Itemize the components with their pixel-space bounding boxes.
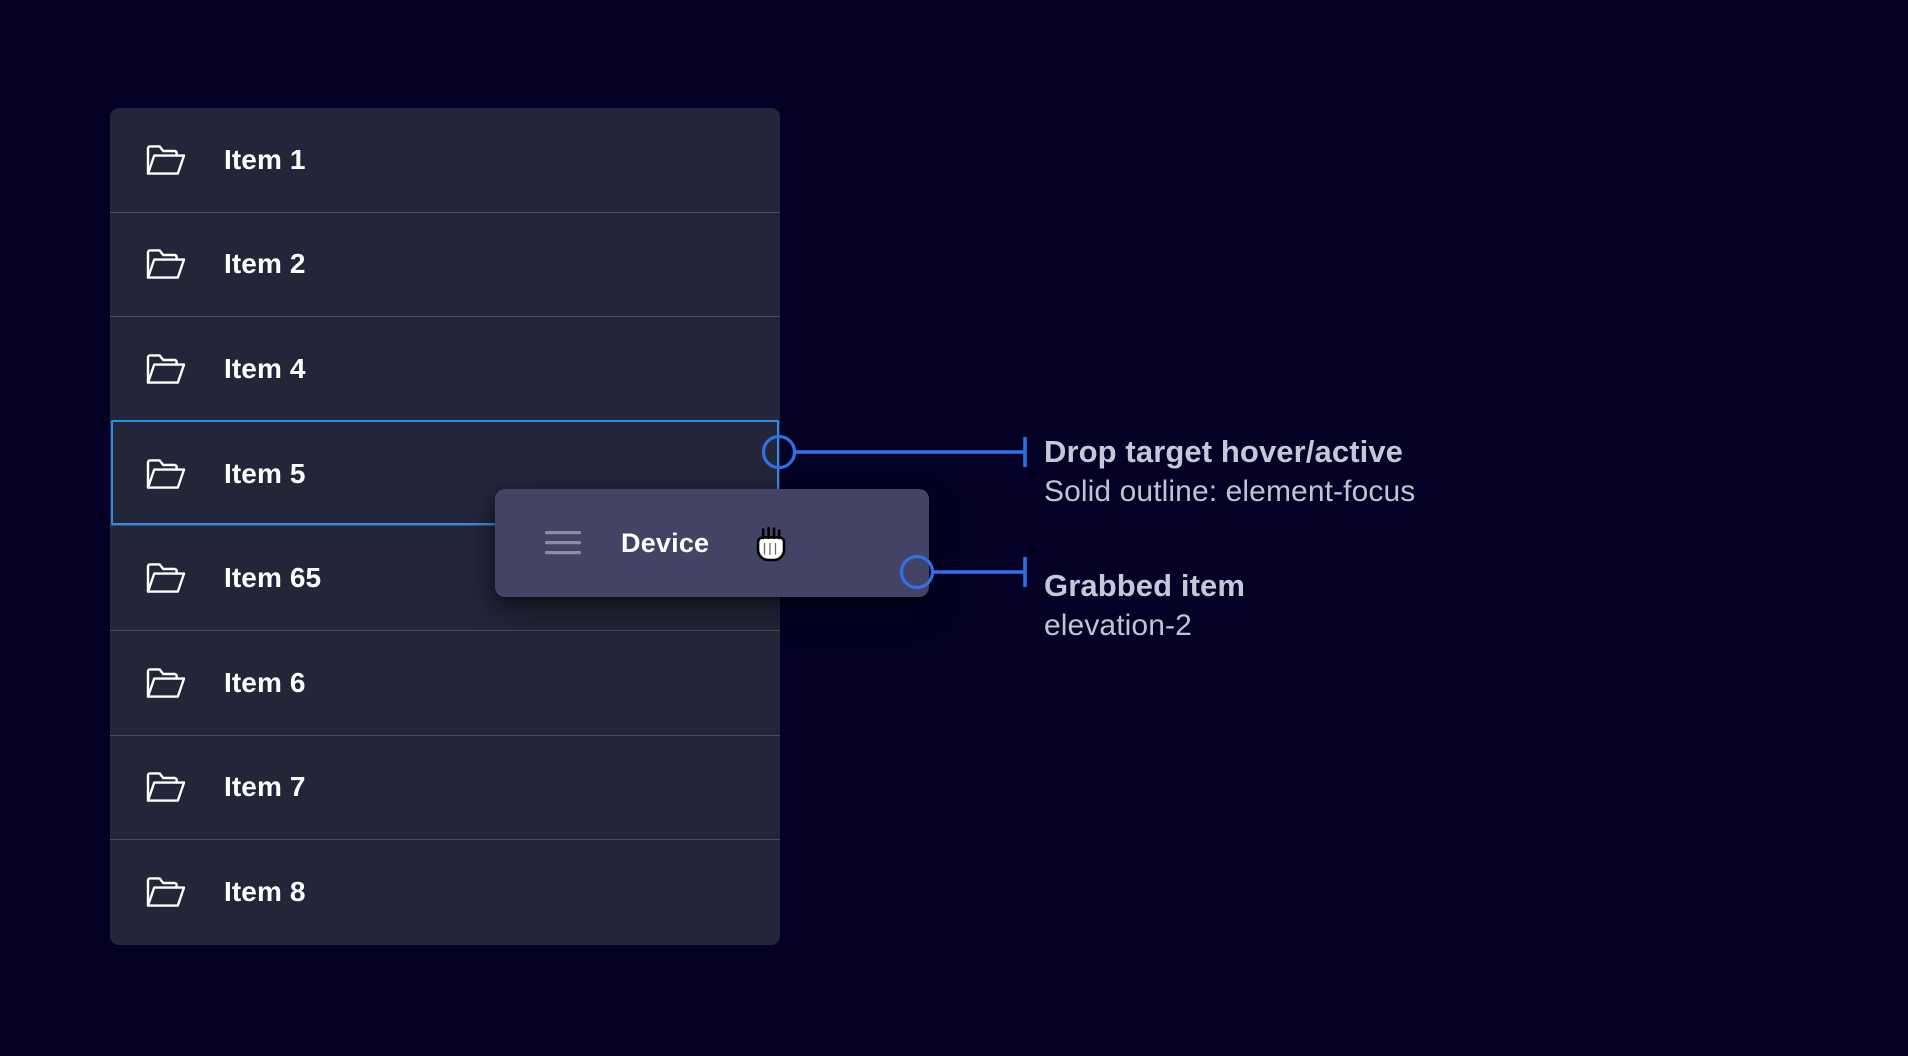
grabbed-item-label: Device — [621, 527, 710, 558]
list-item-label: Item 6 — [224, 666, 306, 698]
folder-open-icon — [146, 770, 186, 804]
folder-open-icon — [146, 875, 186, 909]
list-item-label: Item 7 — [224, 771, 306, 803]
list-item-label: Item 4 — [224, 352, 306, 384]
callout-grabbed-item — [898, 552, 1058, 592]
callout-grabbed-item-text: Grabbed item elevation-2 — [1044, 566, 1245, 645]
list-item[interactable]: Item 65 — [110, 526, 780, 631]
folder-open-icon — [146, 457, 186, 491]
folder-open-icon — [146, 666, 186, 700]
list-item-label: Item 8 — [224, 876, 306, 908]
folder-open-icon — [146, 561, 186, 595]
list-item[interactable]: Item 4 — [110, 317, 780, 422]
callout-subtitle: Solid outline: element-focus — [1044, 474, 1416, 508]
list-item-label: Item 65 — [224, 562, 322, 594]
callout-drop-target — [760, 432, 1050, 472]
list-item[interactable]: Item 1 — [110, 108, 780, 213]
list-item[interactable]: Item 5 — [110, 422, 780, 527]
grabbed-item-card[interactable]: Device — [495, 489, 929, 597]
list-item[interactable]: Item 8 — [110, 840, 780, 945]
folder-open-icon — [146, 143, 186, 177]
drag-handle-icon[interactable] — [545, 530, 581, 556]
callout-title: Grabbed item — [1044, 568, 1246, 603]
callout-subtitle: elevation-2 — [1044, 608, 1192, 642]
folder-open-icon — [146, 352, 186, 386]
list-item-label: Item 1 — [224, 143, 306, 175]
grabbing-hand-cursor — [752, 524, 790, 564]
callout-circle-marker — [761, 434, 797, 470]
callout-drop-target-text: Drop target hover/active Solid outline: … — [1044, 432, 1415, 511]
list-item[interactable]: Item 6 — [110, 631, 780, 736]
list-item[interactable]: Item 2 — [110, 213, 780, 318]
folder-open-icon — [146, 247, 186, 281]
callout-title: Drop target hover/active — [1044, 434, 1404, 469]
list-item-label: Item 2 — [224, 248, 306, 280]
list-item[interactable]: Item 7 — [110, 736, 780, 841]
callout-circle-marker — [899, 554, 935, 590]
list-item-label: Item 5 — [224, 457, 306, 489]
